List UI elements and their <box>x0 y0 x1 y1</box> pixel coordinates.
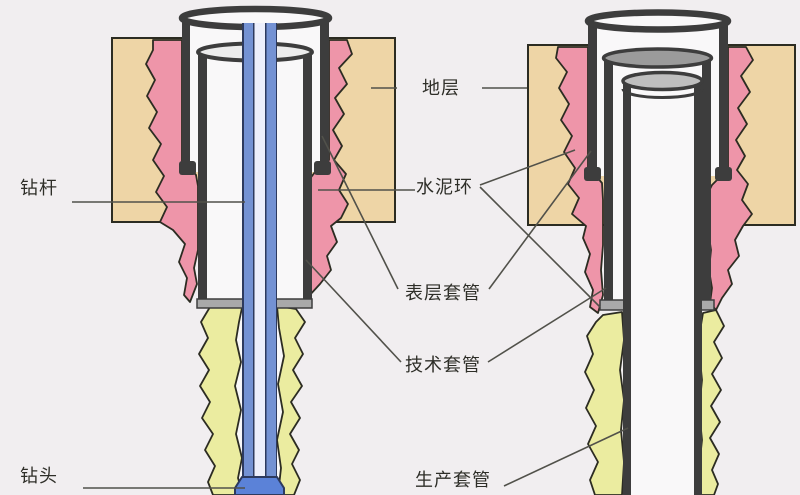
leader-cement-right-lower <box>479 186 601 308</box>
cement-ring-left-well-left <box>145 39 199 303</box>
production-casing-top-lip <box>621 88 704 99</box>
leader-lines <box>72 87 629 489</box>
label-drill-pipe: 钻杆 <box>20 178 58 198</box>
technical-casing2-top-cap <box>601 47 714 69</box>
drill-pipe <box>242 23 277 477</box>
lower-cement-left-well-right <box>276 305 306 495</box>
label-surface-casing: 表层套管 <box>405 283 481 303</box>
leader-production-casing <box>503 427 629 487</box>
drill-pipe-right-strip <box>266 23 276 477</box>
production-casing-wall-right <box>694 81 702 495</box>
drill-pipe-left-strip <box>244 23 253 477</box>
technical-casing2-wall-left <box>604 58 613 302</box>
production-casing-interior <box>631 85 695 495</box>
leader-technical-casing-left <box>305 259 402 363</box>
lower-cement-left-well-left <box>198 302 244 495</box>
technical-casing-wall-right <box>303 50 312 300</box>
drill-pipe-core <box>254 23 265 477</box>
surface-casing2-shoe-left <box>584 167 601 181</box>
technical-casing2-wall-right <box>702 58 711 302</box>
surface-casing2-wall-left <box>588 20 597 176</box>
technical-casing-wall-left <box>198 50 207 300</box>
cement-ring-right-well-left <box>555 46 604 314</box>
leader-surface-casing-right <box>488 150 592 290</box>
leader-surface-casing-left <box>321 135 399 290</box>
drill-bit-shape <box>234 476 285 495</box>
leader-technical-casing-right <box>487 287 607 363</box>
left-well-diagram <box>111 5 396 495</box>
right-well-diagram <box>527 9 796 495</box>
surface-casing-wall-right <box>320 16 329 170</box>
surface-casing2-top-rim <box>584 9 732 33</box>
label-drill-bit: 钻头 <box>20 466 58 486</box>
label-cement-ring: 水泥环 <box>416 177 473 197</box>
surface-casing2-wall-right <box>719 20 728 176</box>
surface-casing-wall-left <box>182 16 190 170</box>
label-stratum: 地层 <box>422 78 460 98</box>
surface-casing-shoe-right <box>314 161 331 175</box>
production-casing-wall-left <box>623 81 631 495</box>
surface-casing2-shoe-right <box>715 167 732 181</box>
label-production-casing: 生产套管 <box>415 470 491 490</box>
surface-casing-shoe-left <box>179 161 196 175</box>
label-technical-casing: 技术套管 <box>405 355 481 375</box>
leader-cement-right-upper <box>479 149 576 186</box>
production-casing-top-cap <box>621 70 704 92</box>
lower-cement-right-well-left <box>584 311 625 495</box>
